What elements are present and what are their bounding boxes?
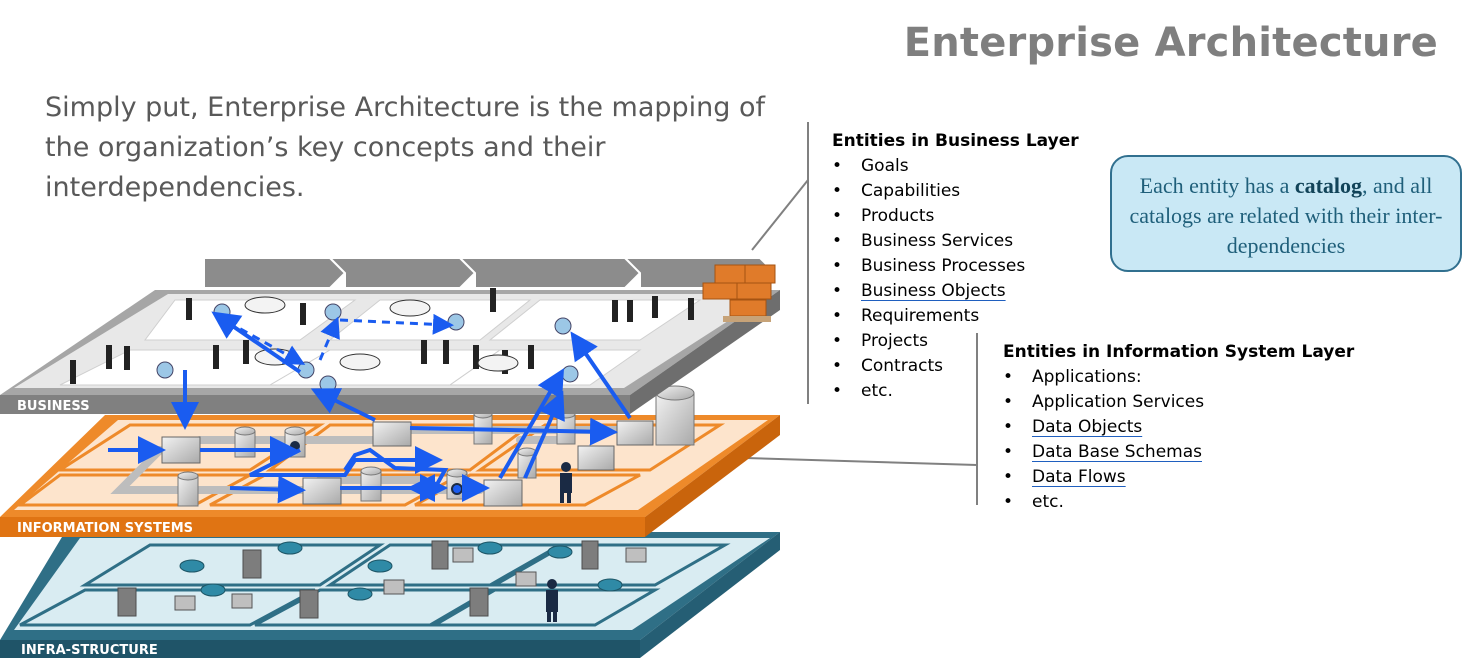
business-layer-label: BUSINESS xyxy=(17,399,90,414)
intro-text: Simply put, Enterprise Architecture is t… xyxy=(45,92,766,203)
list-item: Goals xyxy=(832,154,1079,179)
list-item: Contracts xyxy=(832,354,1079,379)
information-layer-label: INFORMATION SYSTEMS xyxy=(17,521,193,536)
catalog-callout: Each entity has a catalog, and all catal… xyxy=(1110,155,1462,272)
infrastructure-layer-label: INFRA-STRUCTURE xyxy=(21,643,158,658)
information-layer xyxy=(0,385,780,537)
list-item: Products xyxy=(832,204,1079,229)
list-item: Business Processes xyxy=(832,254,1079,279)
list-item: Application Services xyxy=(1003,390,1354,415)
list-item: Business Objects xyxy=(832,279,1079,304)
business-entities-heading: Entities in Business Layer xyxy=(832,131,1079,151)
callout-bold: catalog xyxy=(1294,173,1363,198)
business-entities-list: Entities in Business Layer Goals Capabil… xyxy=(832,131,1079,404)
list-item: Capabilities xyxy=(832,179,1079,204)
callout-suffix: , and all catalogs are related with thei… xyxy=(1129,173,1443,258)
information-entities-heading: Entities in Information System Layer xyxy=(1003,342,1355,362)
business-layer xyxy=(0,257,780,414)
list-item: etc. xyxy=(1003,490,1354,515)
list-item: Projects xyxy=(832,329,1079,354)
list-item: Data Base Schemas xyxy=(1003,440,1354,465)
information-entities-list: Entities in Information System Layer App… xyxy=(1003,342,1354,515)
list-item: etc. xyxy=(832,379,1079,404)
list-item: Requirements xyxy=(832,304,1079,329)
list-item: Applications: xyxy=(1003,365,1354,390)
callout-prefix: Each entity has a xyxy=(1139,173,1295,198)
architecture-diagram: BUSINESS INFORMATION SYSTEMS INFRA-STRUC… xyxy=(0,257,780,658)
list-item: Data Objects xyxy=(1003,415,1354,440)
flow-arrows xyxy=(108,311,632,504)
list-item: Data Flows xyxy=(1003,465,1354,490)
infrastructure-layer xyxy=(0,532,780,658)
list-item: Business Services xyxy=(832,229,1079,254)
page-title: Enterprise Architecture xyxy=(903,20,1438,66)
